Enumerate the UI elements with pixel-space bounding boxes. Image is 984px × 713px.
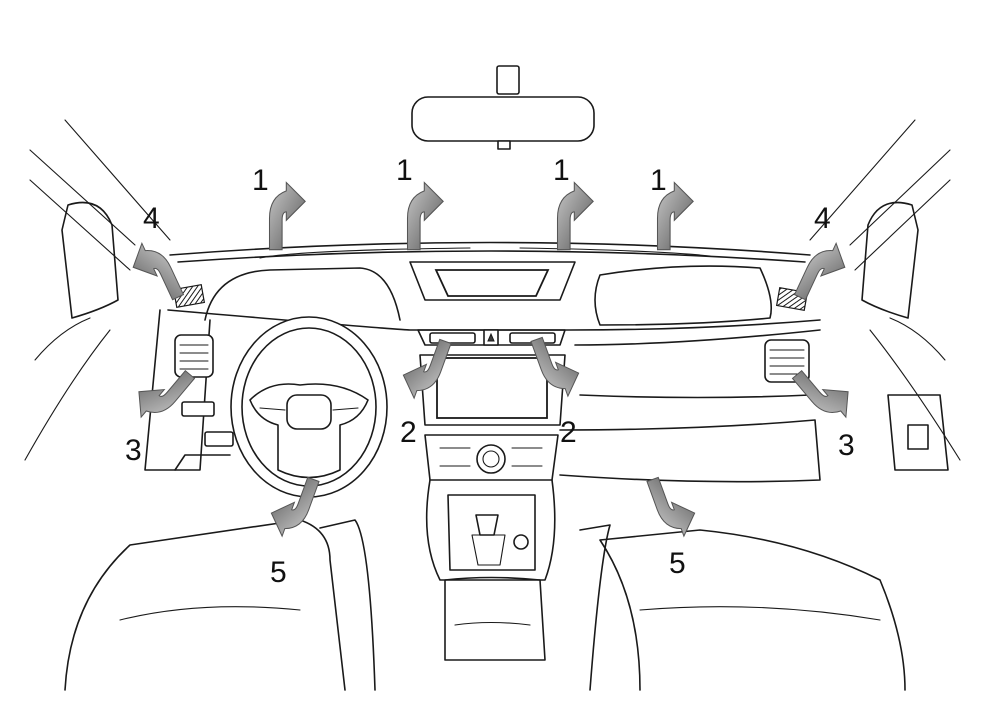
front-seats — [64, 519, 906, 691]
callout-1-d: 1 — [650, 164, 667, 197]
callout-2-right: 2 — [560, 416, 577, 449]
left-switch-panel — [181, 401, 215, 417]
right-side-vent — [764, 339, 810, 383]
rearview-mirror — [411, 65, 595, 150]
callout-3-left: 3 — [125, 434, 142, 467]
steering-wheel — [230, 316, 388, 498]
center-console — [417, 329, 566, 661]
windshield-airflow-arrows — [268, 181, 694, 251]
dashboard — [144, 241, 821, 483]
right-door — [809, 119, 961, 471]
callout-3-right: 3 — [838, 429, 855, 462]
left-side-vent — [174, 334, 214, 378]
callout-1-a: 1 — [252, 164, 269, 197]
callout-1-b: 1 — [396, 154, 413, 187]
callout-1-c: 1 — [553, 154, 570, 187]
callout-4-right: 4 — [814, 202, 831, 235]
left-door — [24, 119, 171, 461]
callout-2-left: 2 — [400, 416, 417, 449]
callout-5-left: 5 — [270, 556, 287, 589]
callout-4-left: 4 — [143, 202, 160, 235]
left-knob — [204, 431, 234, 447]
callout-5-right: 5 — [669, 547, 686, 580]
